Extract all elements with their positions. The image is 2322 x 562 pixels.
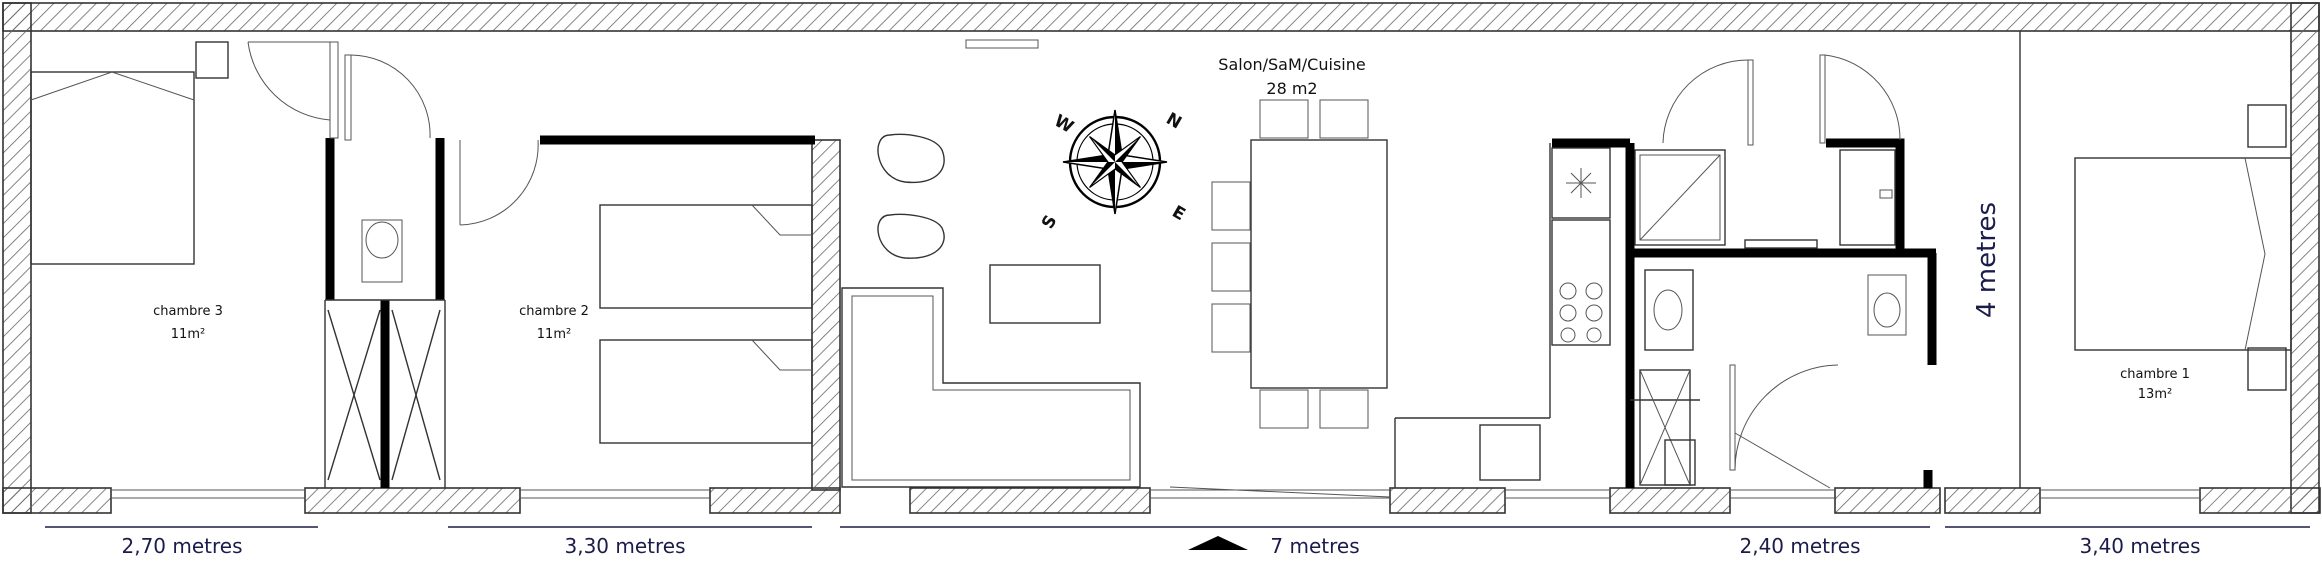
bed-chambre-1: [2074, 104, 2292, 391]
compass-west-label: W: [1051, 111, 1077, 138]
dimension-label-4: 2,40 metres: [1739, 534, 1860, 558]
kitchen: [1479, 147, 1611, 481]
room-area-chambre-1: 13m²: [2138, 387, 2172, 402]
partitions: [324, 31, 2021, 488]
compass-east-label: E: [1169, 202, 1189, 225]
bathroom: [1634, 149, 1907, 486]
room-area-chambre-2: 11m²: [537, 327, 571, 342]
room-label-chambre-2: chambre 2: [519, 304, 589, 319]
dimension-depth: 4 metres: [1972, 202, 2002, 318]
exterior-walls: [2, 2, 2321, 514]
room-area-chambre-3: 11m²: [171, 327, 205, 342]
dimension-label-3: 7 metres: [1270, 534, 1359, 558]
interior-walls: [325, 135, 1937, 488]
compass-north-label: N: [1163, 109, 1185, 133]
doors: [247, 41, 1901, 489]
dimension-label-5: 3,40 metres: [2079, 534, 2200, 558]
beds-chambre-2: [599, 204, 813, 444]
dimension-label-2: 3,30 metres: [564, 534, 685, 558]
dining-table: [1211, 99, 1388, 429]
dimension-label-1: 2,70 metres: [121, 534, 242, 558]
toilet-left: [361, 219, 403, 283]
compass-south-label: S: [1038, 212, 1061, 233]
entrance-arrow: [1188, 536, 1248, 550]
living-furniture: [841, 133, 1391, 498]
bed-chambre-3: [30, 41, 229, 265]
compass-rose: N E S W: [1038, 109, 1189, 232]
room-label-chambre-3: chambre 3: [153, 304, 223, 319]
room-label-living: Salon/SaM/Cuisine: [1218, 55, 1365, 74]
windows: [111, 39, 2200, 499]
room-area-living: 28 m2: [1266, 79, 1317, 98]
room-label-chambre-1: chambre 1: [2120, 367, 2190, 382]
